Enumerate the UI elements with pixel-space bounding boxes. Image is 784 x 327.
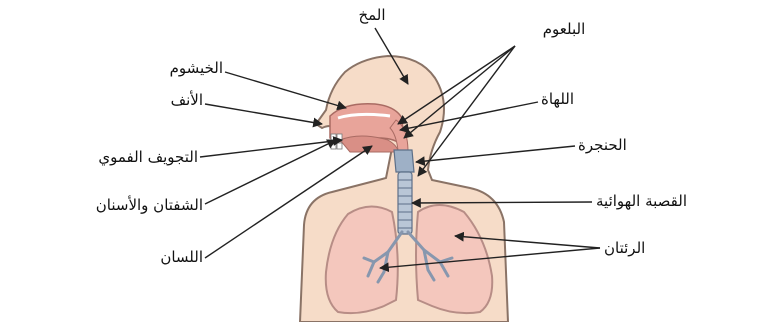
label-larynx: الحنجرة (578, 136, 627, 154)
larynx-leader (416, 146, 575, 162)
label-pharynx: البلعوم (543, 20, 586, 38)
label-tongue: اللسان (160, 248, 203, 266)
label-lips-teeth: الشفتان والأسنان (96, 195, 203, 214)
oral-cavity-leader (200, 140, 342, 157)
label-uvula: اللهاة (541, 90, 574, 108)
lips-teeth-leader (205, 140, 336, 204)
label-trachea: القصبة الهوائية (596, 192, 687, 210)
label-oral-cavity: التجويف الفموي (98, 148, 198, 167)
label-brain: المخ (358, 6, 385, 24)
trachea-tube (398, 172, 412, 234)
label-lungs: الرئتان (604, 239, 645, 257)
larynx-shape (394, 150, 414, 172)
nasal-cavity-leader (225, 72, 346, 108)
nose-leader (205, 104, 322, 124)
label-nasal-cavity: الخيشوم (170, 59, 223, 77)
label-nose: الأنف (171, 90, 203, 109)
